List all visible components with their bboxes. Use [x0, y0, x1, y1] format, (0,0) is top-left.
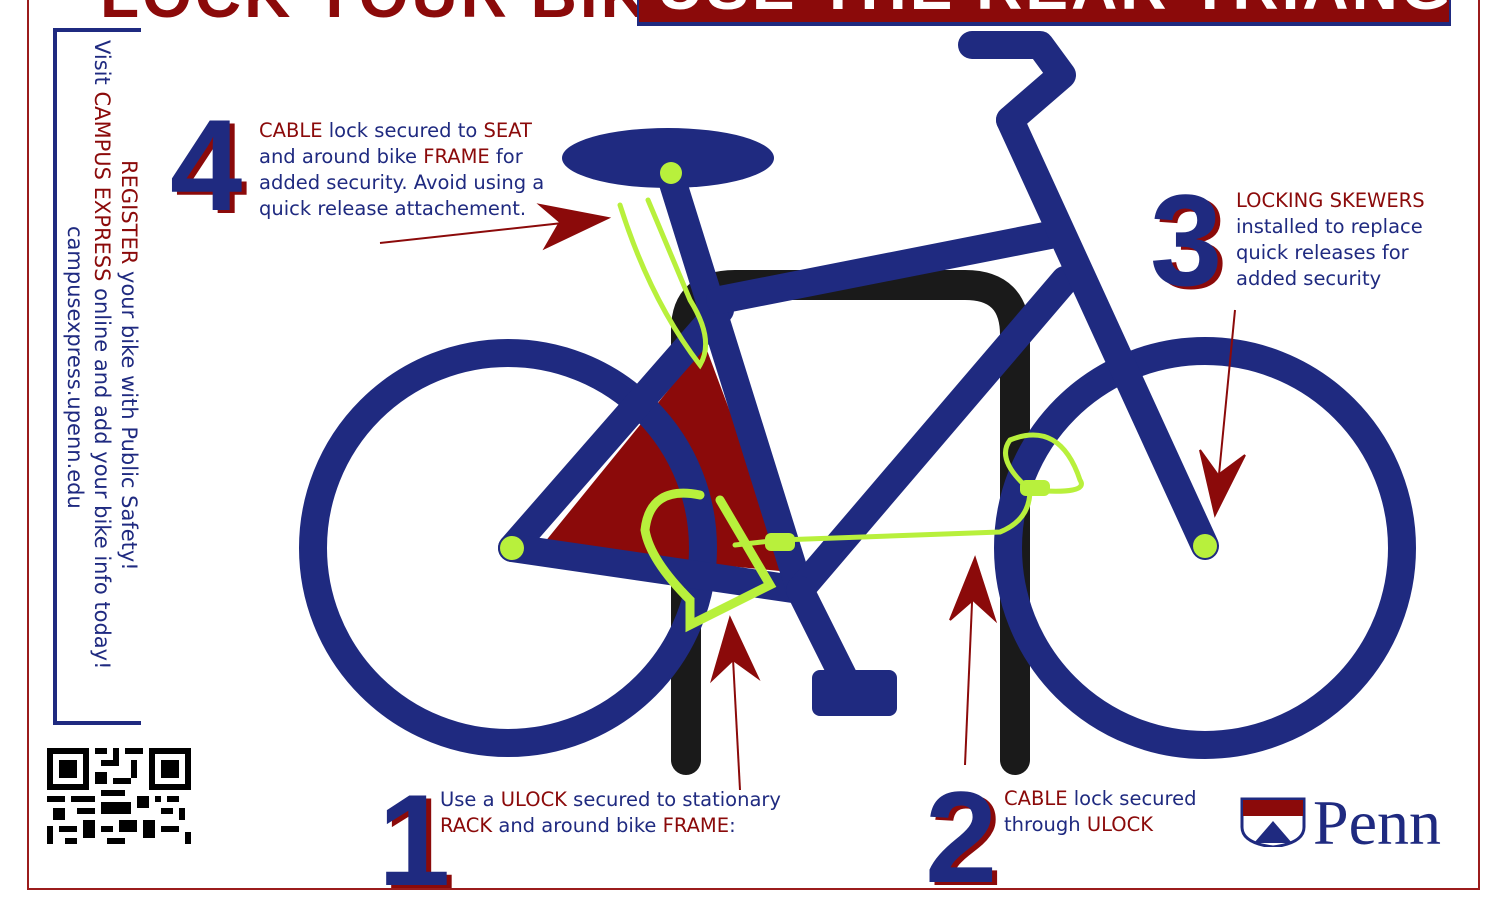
handlebar	[958, 31, 1076, 134]
callout-line: through ULOCK	[1004, 812, 1197, 838]
step-number-2: 2	[925, 764, 998, 910]
top-tube	[706, 221, 1064, 314]
text-segment: and around bike	[492, 814, 663, 837]
highlight-text: RACK	[440, 814, 493, 837]
skewer-cable-head	[1020, 480, 1050, 496]
callout-line: and around bike FRAME for	[259, 144, 544, 170]
penn-shield-logo	[1240, 797, 1306, 847]
text-segment: lock secured	[1067, 787, 1197, 810]
callout-line: quick releases for	[1236, 240, 1425, 266]
seat-tube	[658, 166, 814, 604]
text-segment: for	[489, 145, 523, 168]
seat-cable	[617, 197, 709, 370]
callout-line: RACK and around bike FRAME:	[440, 813, 781, 839]
highlight-text: FRAME	[662, 814, 730, 837]
penn-logo-text: Penn	[1313, 787, 1441, 858]
highlight-text: LOCKING SKEWERS	[1236, 189, 1425, 212]
highlight-text: ULOCK	[500, 788, 567, 811]
title-lock-your-bike: LOCK YOUR BIKE!	[100, 0, 720, 32]
text-segment: installed to replace	[1236, 215, 1423, 238]
qr-code[interactable]	[47, 748, 191, 844]
bike-diagram	[299, 31, 1416, 791]
highlight-text: ULOCK	[1086, 813, 1154, 836]
callout-line: LOCKING SKEWERS	[1236, 188, 1425, 214]
callout-line: installed to replace	[1236, 214, 1425, 240]
register-box	[53, 28, 141, 725]
text-segment: Visit	[90, 40, 114, 92]
saddle	[562, 128, 774, 188]
arrow-seat	[379, 203, 612, 251]
highlight-text: CABLE	[1004, 787, 1068, 810]
step-number-4: 4	[170, 92, 243, 238]
arrow-ulock	[710, 615, 761, 791]
highlight-text: CAMPUS EXPRESS	[90, 91, 114, 282]
register-line: REGISTER your bike with Public Safety!	[117, 160, 141, 571]
text-segment: :	[729, 814, 736, 837]
text-segment: added security	[1236, 267, 1382, 290]
highlight-text: CABLE	[259, 119, 323, 142]
text-segment: lock secured to	[322, 119, 484, 142]
campus-express-url[interactable]: campusexpress.upenn.edu	[63, 226, 87, 509]
fork	[996, 106, 1219, 560]
rear-wheel	[299, 339, 717, 757]
front-skewer-dot	[1193, 534, 1217, 558]
seat-stay	[498, 296, 734, 562]
callout-locking-skewers: LOCKING SKEWERS installed to replace quick…	[1236, 188, 1425, 292]
crank	[786, 576, 859, 694]
text-segment: campusexpress.upenn.edu	[63, 226, 87, 509]
visit-campus-express-line: Visit CAMPUS EXPRESS online and add your…	[90, 40, 114, 670]
title-banner: USE THE REAR TRIANGLE!	[637, 0, 1451, 26]
front-wheel	[994, 337, 1416, 759]
callout-line: CABLE lock secured	[1004, 786, 1197, 812]
text-segment: and around bike	[259, 145, 424, 168]
callout-line: Use a ULOCK secured to stationary	[440, 787, 781, 813]
text-segment: online and add your bike info today!	[90, 281, 114, 670]
arrow-skewer	[1199, 309, 1246, 518]
callout-line: added security	[1236, 266, 1425, 292]
highlight-text: SEAT	[483, 119, 532, 142]
ulock	[640, 488, 777, 633]
seat-skewer-dot	[660, 162, 682, 184]
cable-lock-head	[765, 533, 795, 551]
highlight-text: REGISTER	[117, 160, 141, 265]
text-segment: quick release attachement.	[259, 197, 527, 220]
text-segment: added security. Avoid using a	[259, 171, 545, 194]
pedal	[812, 670, 897, 716]
callout-line: added security. Avoid using a	[259, 170, 544, 196]
arrow-cable	[949, 555, 998, 766]
highlight-text: FRAME	[423, 145, 490, 168]
text-segment: secured to stationary	[566, 788, 781, 811]
text-segment: quick releases for	[1236, 241, 1409, 264]
callout-line: quick release attachement.	[259, 196, 544, 222]
text-segment: your bike with Public Safety!	[117, 264, 141, 571]
text-segment: through	[1004, 813, 1087, 836]
chain-stay	[498, 534, 814, 604]
callout-line: CABLE lock secured to SEAT	[259, 118, 544, 144]
text-segment: Use a	[440, 788, 501, 811]
rear-skewer-dot	[500, 536, 524, 560]
cable-lock	[732, 432, 1084, 548]
step-number-3: 3	[1150, 167, 1223, 313]
title-rear-triangle: USE THE REAR TRIANGLE!	[657, 0, 1449, 22]
